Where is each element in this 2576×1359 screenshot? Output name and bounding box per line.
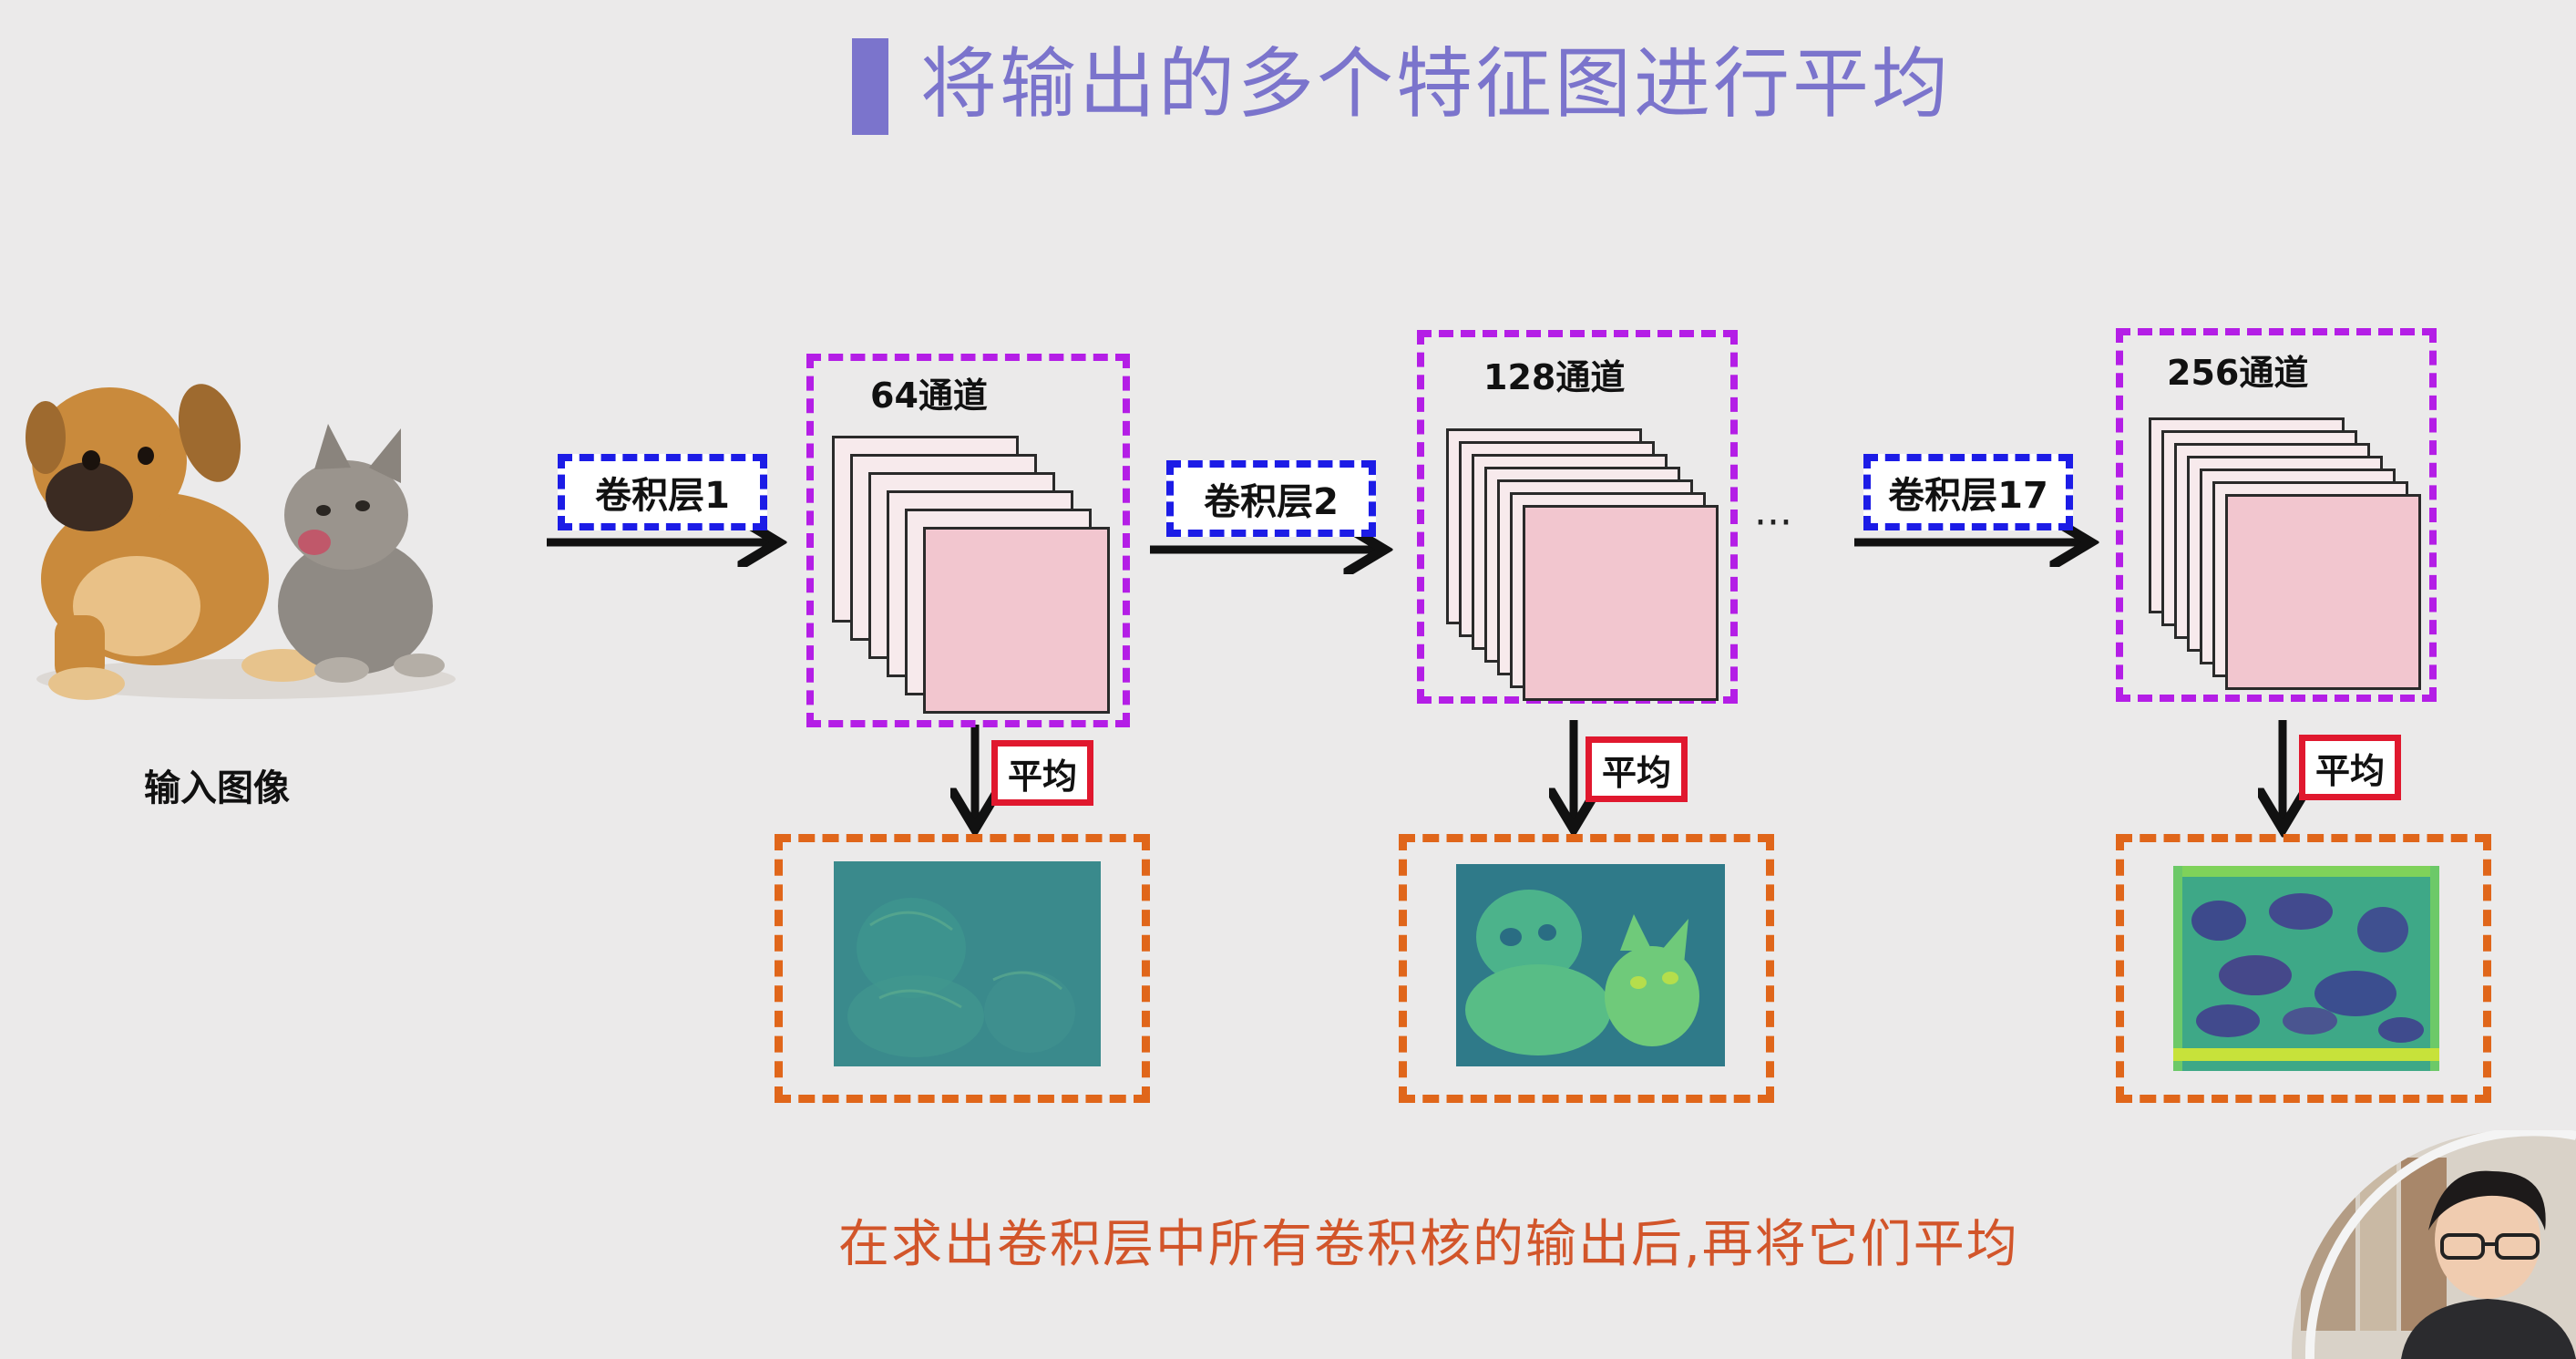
slide-title: 将输出的多个特征图进行平均 [920, 39, 1952, 129]
channel-count-label-3: 256通道 [2167, 353, 2309, 393]
averaged-feature-map-1 [834, 861, 1101, 1066]
feature-map-sheet [1523, 505, 1719, 701]
channel-count-label-2: 128通道 [1483, 357, 1626, 397]
averaged-feature-map-2 [1456, 864, 1725, 1066]
channel-group-3 [2116, 328, 2437, 702]
average-label-1: 平均 [991, 740, 1093, 806]
averaged-output-box-1 [775, 834, 1150, 1103]
feature-map-sheet [2225, 494, 2421, 690]
conv-layer-2-label: 卷积层2 [1166, 460, 1376, 537]
feature-map-stack-3 [2149, 417, 2422, 691]
presenter-webcam [2292, 1130, 2576, 1359]
conv-layer-17-label: 卷积层17 [1863, 454, 2073, 530]
average-label-2: 平均 [1586, 736, 1688, 802]
channel-group-1 [806, 354, 1130, 727]
channel-count-label-1: 64通道 [870, 376, 988, 416]
ellipsis-more-layers: ··· [1754, 499, 1792, 546]
input-image-label: 输入图像 [144, 767, 290, 809]
title-accent-bar [852, 38, 888, 135]
averaged-output-box-3 [2116, 834, 2491, 1103]
conv-layer-1-label: 卷积层1 [558, 454, 767, 530]
slide-caption: 在求出卷积层中所有卷积核的输出后,再将它们平均 [838, 1215, 2019, 1274]
feature-map-stack-1 [832, 436, 1110, 714]
feature-map-sheet [923, 527, 1110, 714]
averaged-output-box-2 [1399, 834, 1774, 1103]
averaged-feature-map-3 [2173, 866, 2439, 1071]
feature-map-stack-2 [1446, 428, 1719, 702]
input-image-dog-cat [26, 384, 456, 700]
average-label-3: 平均 [2299, 735, 2401, 800]
